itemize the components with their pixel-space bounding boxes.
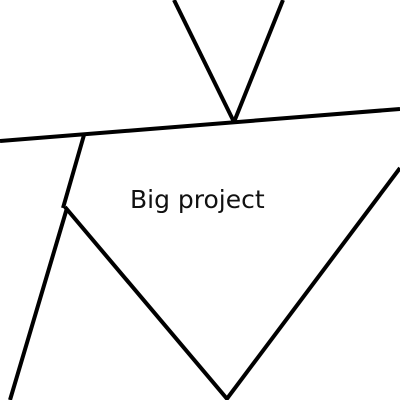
big-project-label: Big project: [130, 185, 265, 214]
left-diagonal-line: [61, 134, 86, 209]
lower-v-left-stroke: [63, 205, 230, 400]
left-lower-diagonal-line: [8, 207, 69, 400]
horizontal-slanted-line: [0, 107, 400, 143]
lower-v-right-stroke: [224, 166, 400, 400]
top-v-right-stroke: [232, 0, 285, 123]
top-v-left-stroke: [172, 0, 236, 123]
